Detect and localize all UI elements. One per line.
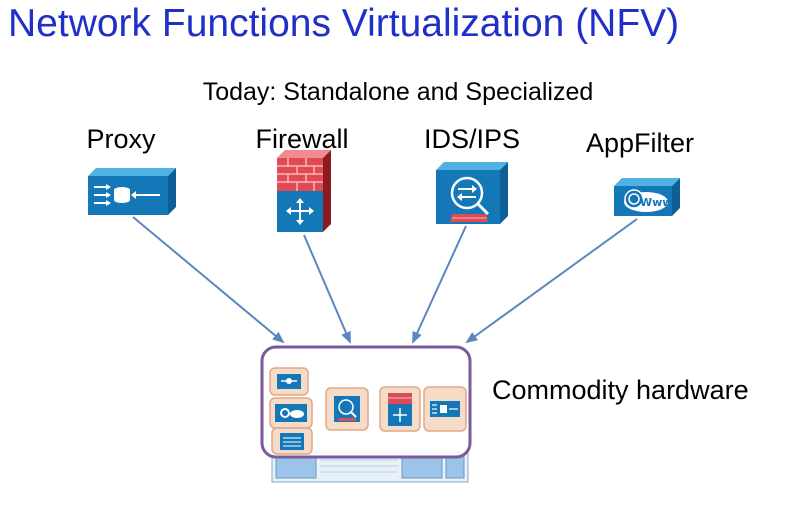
slide-title: Network Functions Virtualization (NFV) xyxy=(8,2,680,45)
app-filter-label: AppFilter xyxy=(585,128,695,158)
commodity-hardware-label: Commodity hardware xyxy=(492,375,749,405)
vm-tile-server xyxy=(271,427,313,455)
app-filter-arrow xyxy=(465,218,638,344)
proxy-label: Proxy xyxy=(86,124,156,154)
app-filter-icon: Www xyxy=(614,178,680,216)
proxy-arrow xyxy=(132,216,285,344)
vm-tile-firewall xyxy=(379,386,421,432)
ids-ips-arrow xyxy=(412,225,467,344)
vm-tile-app-filter xyxy=(269,397,313,429)
ids-ips-label: IDS/IPS xyxy=(423,124,521,154)
ids-ips-icon xyxy=(436,162,508,224)
svg-text:Www: Www xyxy=(640,196,672,209)
firewall-label: Firewall xyxy=(255,124,349,154)
firewall-arrow xyxy=(303,234,351,344)
vm-tile-proxy xyxy=(423,386,467,432)
proxy-icon xyxy=(88,168,176,215)
vm-tile-ids-ips xyxy=(325,387,369,431)
firewall-icon xyxy=(277,150,331,232)
vm-tile-proxy-small xyxy=(269,367,309,396)
slide-subtitle: Today: Standalone and Specialized xyxy=(202,78,594,106)
